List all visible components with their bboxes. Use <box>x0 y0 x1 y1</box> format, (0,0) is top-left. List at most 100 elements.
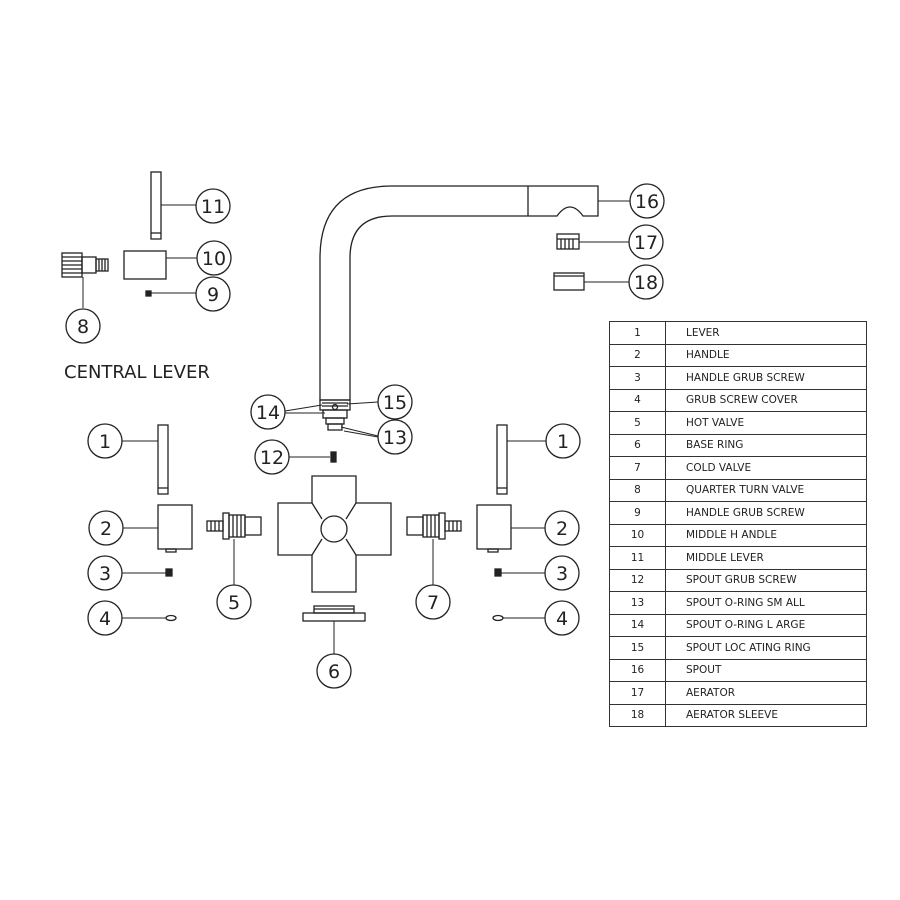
callout-13-label: 13 <box>383 427 407 449</box>
part-name-cell: HANDLE <box>665 343 867 367</box>
callout-3-left-circle <box>87 555 123 591</box>
callout-6-label: 6 <box>328 661 340 683</box>
callout-3-right-circle <box>544 555 580 591</box>
part-name-cell: QUARTER TURN VALVE <box>665 478 867 502</box>
aerator-part <box>556 233 580 250</box>
mixer-body-part <box>277 475 392 593</box>
part-number-cell: 5 <box>609 411 666 435</box>
callout-17-circle <box>628 224 664 260</box>
callout-12-circle <box>254 439 290 475</box>
callout-1-right-label: 1 <box>557 431 569 453</box>
part-number-cell: 1 <box>609 321 666 345</box>
callout-16-circle <box>629 183 665 219</box>
callout-3-right-label: 3 <box>556 563 568 585</box>
part-name-cell: SPOUT O-RING L ARGE <box>665 613 867 637</box>
part-name-cell: COLD VALVE <box>665 456 867 480</box>
part-name-cell: HANDLE GRUB SCREW <box>665 366 867 390</box>
spout-grub-screw-part <box>330 451 337 463</box>
part-number-cell: 6 <box>609 433 666 457</box>
left-handle-part <box>157 504 193 553</box>
callout-5-label: 5 <box>228 592 240 614</box>
middle-lever-part <box>150 171 162 240</box>
callout-10-label: 10 <box>202 248 226 270</box>
callout-7-label: 7 <box>427 592 439 614</box>
section-title: CENTRAL LEVER <box>64 362 210 383</box>
callout-1-right-circle <box>545 423 581 459</box>
part-name-cell: SPOUT GRUB SCREW <box>665 568 867 592</box>
callout-circles <box>65 183 665 689</box>
part-name-cell: SPOUT LOC ATING RING <box>665 636 867 660</box>
callout-5-circle <box>216 584 252 620</box>
callout-14-circle <box>250 394 286 430</box>
callout-15-circle <box>377 384 413 420</box>
callout-11-circle <box>195 188 231 224</box>
callout-16-label: 16 <box>635 191 659 213</box>
left-grub-screw-part <box>165 568 173 577</box>
callout-4-left-label: 4 <box>99 608 111 630</box>
hot-valve-part <box>206 512 262 540</box>
middle-handle-part <box>123 250 167 280</box>
part-number-cell: 12 <box>609 568 666 592</box>
spout-part <box>319 185 599 431</box>
part-name-cell: SPOUT <box>665 658 867 682</box>
part-number-cell: 16 <box>609 658 666 682</box>
leader-lines <box>82 200 630 654</box>
part-name-cell: MIDDLE LEVER <box>665 546 867 570</box>
aerator-sleeve-part <box>553 272 585 291</box>
callout-14-label: 14 <box>256 402 280 424</box>
part-name-cell: AERATOR SLEEVE <box>665 703 867 727</box>
right-grub-screw-part <box>494 568 502 577</box>
right-handle-part <box>476 504 512 553</box>
part-number-cell: 11 <box>609 546 666 570</box>
callout-numbers: 11 10 9 8 16 17 18 15 14 13 12 1 1 2 2 3… <box>77 191 659 683</box>
callout-4-right-circle <box>544 600 580 636</box>
left-grub-cover-part <box>165 614 177 622</box>
callout-2-right-circle <box>544 510 580 546</box>
callout-9-label: 9 <box>207 284 219 306</box>
part-name-cell: GRUB SCREW COVER <box>665 388 867 412</box>
base-ring-part <box>302 605 366 622</box>
part-number-cell: 13 <box>609 591 666 615</box>
callout-4-left-circle <box>87 600 123 636</box>
part-number-cell: 3 <box>609 366 666 390</box>
callout-17-label: 17 <box>634 232 658 254</box>
callout-11-label: 11 <box>201 196 225 218</box>
callout-8-circle <box>65 308 101 344</box>
callout-18-label: 18 <box>634 272 658 294</box>
callout-1-left-circle <box>87 423 123 459</box>
callout-18-circle <box>628 264 664 300</box>
part-number-cell: 4 <box>609 388 666 412</box>
callout-10-circle <box>196 240 232 276</box>
callout-6-circle <box>316 653 352 689</box>
part-number-cell: 15 <box>609 636 666 660</box>
middle-grub-screw-part <box>145 290 152 297</box>
left-lever-part <box>157 424 169 495</box>
quarter-turn-valve-part <box>61 252 109 278</box>
callout-2-right-label: 2 <box>556 518 568 540</box>
cold-valve-part <box>406 512 462 540</box>
part-name-cell: HOT VALVE <box>665 411 867 435</box>
part-number-cell: 9 <box>609 501 666 525</box>
callout-8-label: 8 <box>77 316 89 338</box>
part-number-cell: 17 <box>609 681 666 705</box>
part-number-cell: 18 <box>609 703 666 727</box>
callout-2-left-label: 2 <box>100 518 112 540</box>
part-number-cell: 7 <box>609 456 666 480</box>
